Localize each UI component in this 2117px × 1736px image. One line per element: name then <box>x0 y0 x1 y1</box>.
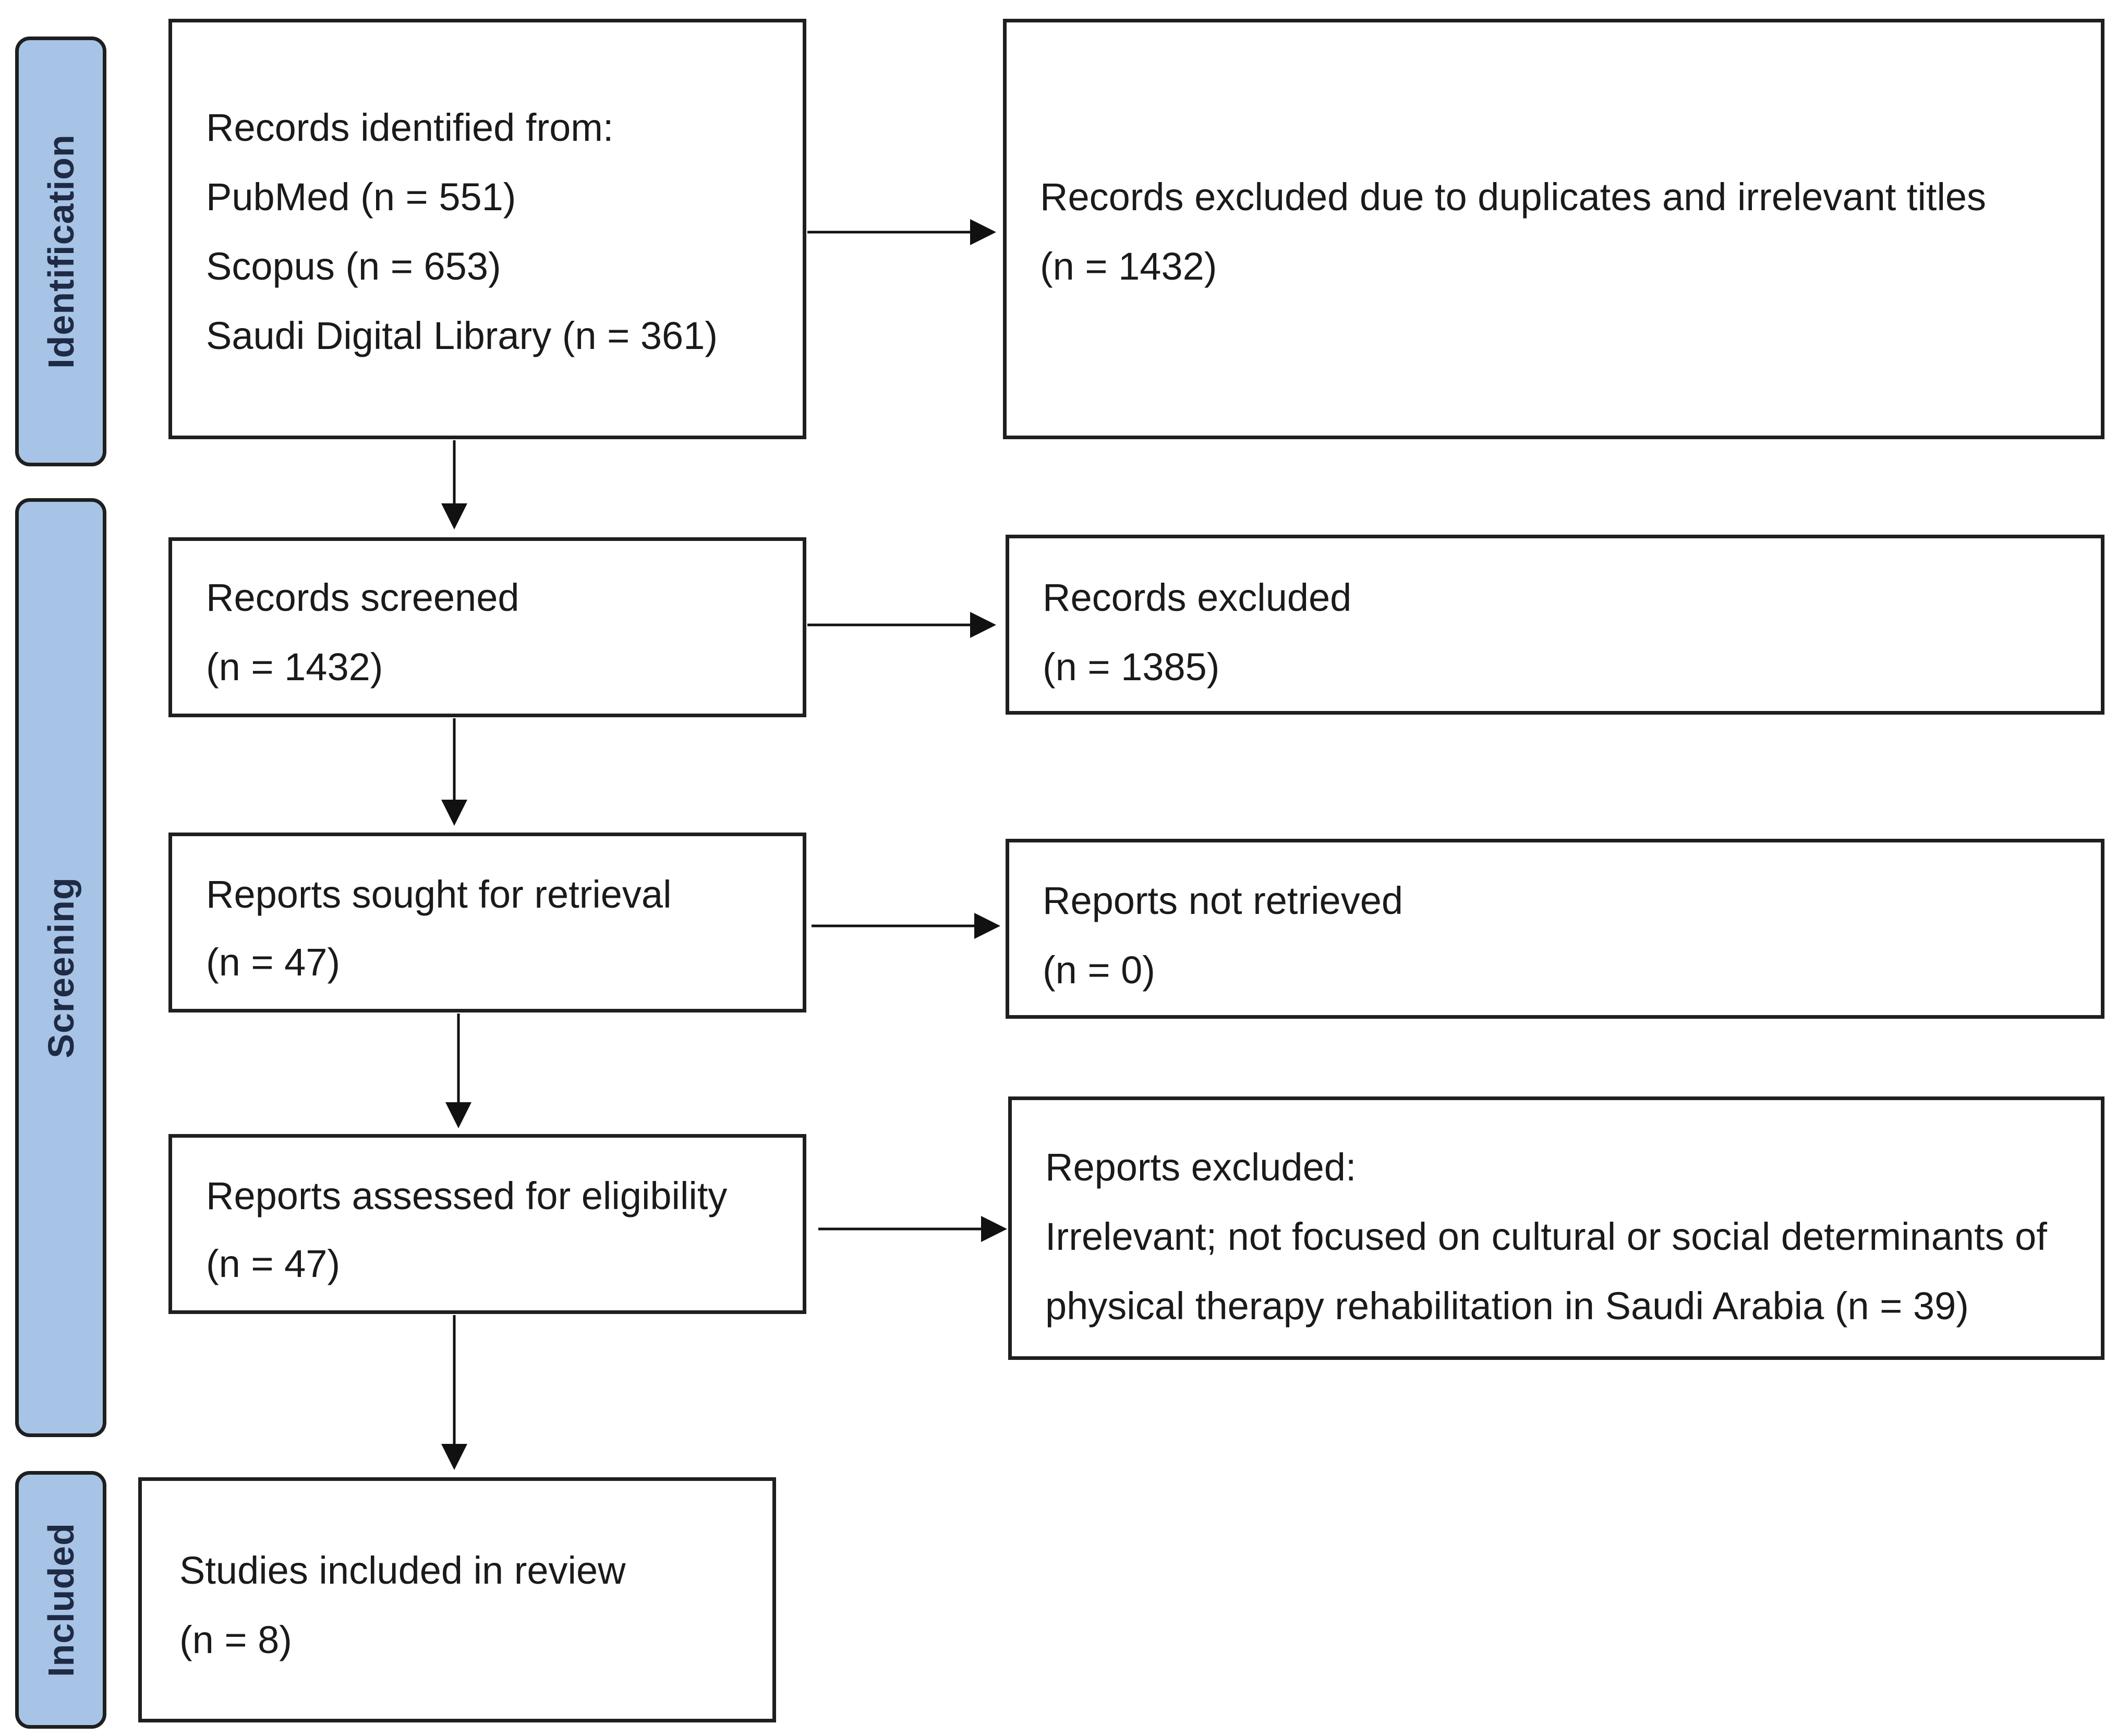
scopus-count: Scopus (n = 653) <box>206 245 501 288</box>
records-excluded-duplicates-count: (n = 1432) <box>1040 245 1217 288</box>
reports-not-retrieved-count: (n = 0) <box>1043 948 1155 992</box>
phase-bar-included: Included <box>15 1471 106 1729</box>
reports-excluded-reason-line2: physical therapy rehabilitation in Saudi… <box>1045 1284 1969 1328</box>
records-screened-box: Records screened (n = 1432) <box>168 537 806 717</box>
pubmed-count: PubMed (n = 551) <box>206 175 516 219</box>
reports-assessed-count: (n = 47) <box>206 1242 341 1285</box>
records-identified-heading: Records identified from: <box>206 106 614 149</box>
phase-bar-screening: Screening <box>15 498 106 1437</box>
records-excluded-duplicates-label: Records excluded due to duplicates and i… <box>1040 175 1987 219</box>
records-excluded-label: Records excluded <box>1043 576 1352 619</box>
reports-assessed-box: Reports assessed for eligibility (n = 47… <box>168 1134 806 1314</box>
reports-sought-label: Reports sought for retrieval <box>206 873 672 916</box>
studies-included-count: (n = 8) <box>179 1618 292 1661</box>
records-excluded-count: (n = 1385) <box>1043 645 1220 689</box>
reports-assessed-label: Reports assessed for eligibility <box>206 1174 728 1217</box>
studies-included-box: Studies included in review (n = 8) <box>138 1477 776 1722</box>
records-excluded-box: Records excluded (n = 1385) <box>1006 535 2104 715</box>
phase-bar-identification: Identification <box>15 37 106 466</box>
reports-excluded-reason-line1: Irrelevant; not focused on cultural or s… <box>1045 1215 2047 1258</box>
reports-excluded-heading: Reports excluded: <box>1045 1146 1357 1189</box>
saudi-digital-library-count: Saudi Digital Library (n = 361) <box>206 314 718 357</box>
reports-not-retrieved-label: Reports not retrieved <box>1043 879 1404 922</box>
studies-included-label: Studies included in review <box>179 1549 626 1592</box>
records-screened-label: Records screened <box>206 576 519 619</box>
reports-sought-box: Reports sought for retrieval (n = 47) <box>168 833 806 1012</box>
reports-sought-count: (n = 47) <box>206 941 341 984</box>
reports-not-retrieved-box: Reports not retrieved (n = 0) <box>1006 839 2104 1019</box>
records-identified-box: Records identified from: PubMed (n = 551… <box>168 19 806 439</box>
records-excluded-duplicates-box: Records excluded due to duplicates and i… <box>1003 19 2104 439</box>
reports-excluded-box: Reports excluded: Irrelevant; not focuse… <box>1008 1096 2104 1360</box>
records-screened-count: (n = 1432) <box>206 645 383 689</box>
